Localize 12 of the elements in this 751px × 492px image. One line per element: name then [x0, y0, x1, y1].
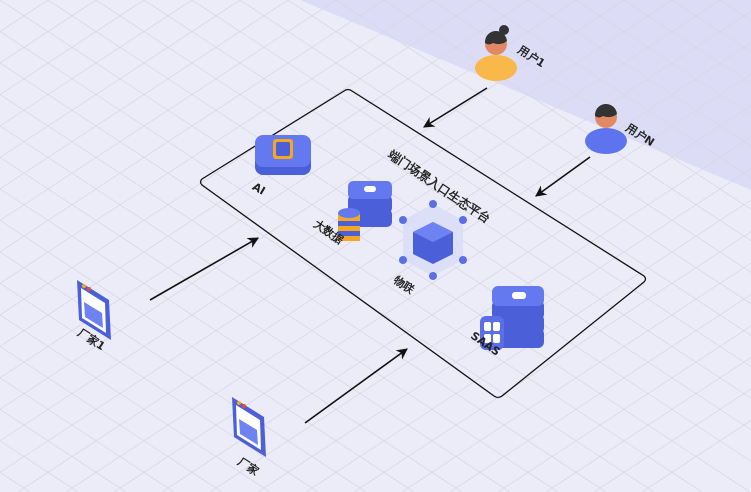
icon-label: 厂家1 [76, 327, 107, 352]
arrow [423, 87, 488, 128]
arrow [150, 237, 259, 301]
arrow [304, 348, 408, 424]
icon-label: 用户1 [516, 44, 547, 70]
icon-label: 厂家 [236, 456, 260, 478]
icon-label: 大数据 [312, 218, 346, 246]
arrow [535, 156, 590, 197]
platform-title: 端门场景入口生态平台 [386, 148, 492, 226]
icon-label: AI [250, 181, 267, 197]
icon-label: 用户N [624, 122, 656, 148]
icon-label: 物联 [392, 274, 416, 296]
